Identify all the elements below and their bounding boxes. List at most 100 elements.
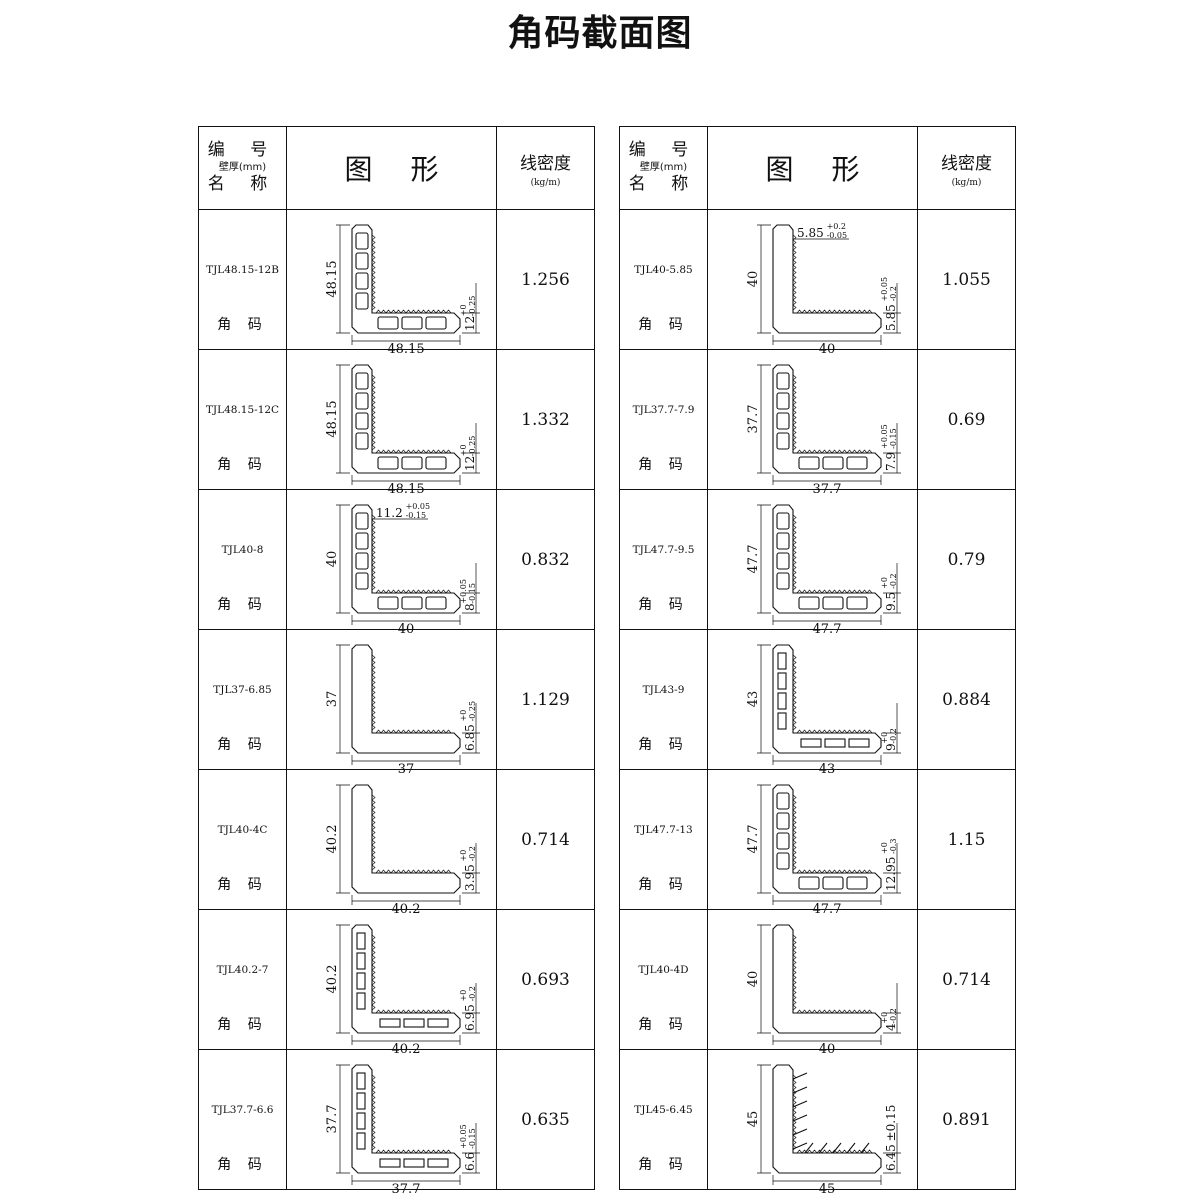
top-thickness-value: 5.85 bbox=[797, 226, 824, 240]
profile-outline bbox=[350, 783, 461, 894]
profile-outline bbox=[771, 923, 882, 1034]
thickness-tolerance-label: 6.6+0.05-0.15 bbox=[459, 1124, 477, 1171]
dimension-lines bbox=[335, 224, 480, 345]
dimension-height-label: 47.7 bbox=[746, 544, 761, 573]
header-density-unit: (kg/m) bbox=[530, 177, 561, 188]
dimension-width-label: 37.7 bbox=[812, 482, 841, 497]
thickness-value: 12 bbox=[463, 455, 477, 470]
thickness-value: 4 bbox=[884, 1023, 898, 1031]
thickness-value: 6.85 bbox=[463, 724, 477, 751]
product-code: TJL37.7-6.6 bbox=[211, 1103, 274, 1116]
top-thickness-tolerance-upper: +0.05 bbox=[405, 502, 430, 511]
density-value: 0.693 bbox=[521, 969, 570, 990]
thickness-tolerance-lower: -0.2 bbox=[468, 845, 477, 860]
thickness-tolerance-lower: -0.15 bbox=[468, 1128, 477, 1149]
density-value: 0.635 bbox=[521, 1109, 570, 1130]
dimension-lines bbox=[756, 504, 901, 625]
density-value: 1.332 bbox=[521, 409, 570, 430]
thickness-tolerance-upper: +0.05 bbox=[459, 579, 468, 604]
dimension-lines bbox=[756, 784, 901, 905]
thickness-tolerance: ±0.15 bbox=[884, 1104, 898, 1141]
product-code: TJL43-9 bbox=[642, 683, 685, 696]
header-density-label: 线密度 bbox=[941, 153, 992, 174]
profile-outline bbox=[771, 363, 882, 474]
density-value: 1.256 bbox=[521, 269, 570, 290]
thickness-tolerance-lower: -0.25 bbox=[468, 435, 477, 456]
thickness-tolerance-label: 7.9+0.05-0.15 bbox=[880, 424, 898, 471]
top-thickness-tolerance-upper: +0.2 bbox=[826, 222, 845, 231]
dimension-lines bbox=[335, 504, 480, 625]
top-thickness-tolerance-lower: -0.15 bbox=[405, 511, 426, 520]
thickness-tolerance-upper: +0 bbox=[459, 304, 468, 316]
top-thickness-value: 11.2 bbox=[376, 506, 403, 520]
header-code-cell: 编 号 壁厚(mm) 名 称 bbox=[198, 126, 287, 210]
product-code: TJL37-6.85 bbox=[213, 683, 272, 696]
thickness-tolerance-lower: -0.2 bbox=[889, 1008, 898, 1023]
dimension-height-label: 37.7 bbox=[746, 404, 761, 433]
dimension-lines bbox=[756, 1064, 901, 1185]
product-name: 角 码 bbox=[638, 736, 689, 753]
dimension-width-label: 45 bbox=[818, 1182, 835, 1197]
dimension-width-label: 47.7 bbox=[812, 902, 841, 917]
density-cell: 0.69 bbox=[917, 349, 1016, 490]
dimension-lines bbox=[335, 784, 480, 905]
thickness-tolerance-label: 8+0.05-0.15 bbox=[459, 579, 477, 611]
density-cell: 0.891 bbox=[917, 1049, 1016, 1190]
dimension-height-label: 43 bbox=[746, 690, 761, 707]
header-code-label: 编 号 bbox=[628, 139, 699, 160]
profile-outline bbox=[350, 503, 461, 614]
thickness-tolerance-label: 6.95+0-0.2 bbox=[459, 985, 477, 1030]
product-code: TJL40.2-7 bbox=[216, 963, 269, 976]
thickness-tolerance-upper: +0.05 bbox=[880, 424, 889, 449]
page-title: 角码截面图 bbox=[507, 13, 693, 54]
dimension-width-label: 48.15 bbox=[387, 342, 424, 357]
table-header-row: 编 号 壁厚(mm) 名 称 图形 线密度 (kg/m) bbox=[198, 126, 595, 210]
thickness-tolerance-upper: +0 bbox=[880, 1011, 889, 1023]
density-cell: 0.714 bbox=[917, 909, 1016, 1050]
dimension-width-label: 40.2 bbox=[391, 1042, 420, 1057]
thickness-tolerance-label: 12+0-0.25 bbox=[459, 295, 477, 330]
product-name: 角 码 bbox=[217, 1016, 268, 1033]
header-code-cell: 编 号 壁厚(mm) 名 称 bbox=[619, 126, 708, 210]
density-cell: 0.693 bbox=[496, 909, 595, 1050]
table-header-row: 编 号 壁厚(mm) 名 称 图形 线密度 (kg/m) bbox=[619, 126, 1016, 210]
profile-section-drawing: 37.737.76.6+0.05-0.15 bbox=[325, 1063, 480, 1197]
dimension-height-label: 48.15 bbox=[325, 400, 340, 437]
density-cell: 1.055 bbox=[917, 209, 1016, 350]
density-cell: 1.332 bbox=[496, 349, 595, 490]
dimension-height-label: 47.7 bbox=[746, 824, 761, 853]
thickness-tolerance-lower: -0.2 bbox=[889, 573, 898, 588]
thickness-tolerance-upper: +0.05 bbox=[880, 276, 889, 301]
header-name-label: 名 称 bbox=[628, 174, 699, 195]
product-code: TJL40-4D bbox=[638, 963, 689, 976]
dimension-lines bbox=[335, 364, 480, 485]
thickness-tolerance-upper: +0 bbox=[880, 731, 889, 743]
header-density-cell: 线密度 (kg/m) bbox=[496, 126, 595, 210]
dimension-height-label: 40.2 bbox=[325, 824, 340, 853]
density-value: 1.15 bbox=[947, 829, 986, 850]
thickness-tolerance-lower: -0.3 bbox=[889, 838, 898, 853]
thickness-value: 6.95 bbox=[463, 1004, 477, 1031]
thickness-value: 12.95 bbox=[884, 856, 898, 890]
thickness-tolerance-label: 3.95+0-0.2 bbox=[459, 845, 477, 890]
product-code: TJL40-4C bbox=[217, 823, 268, 836]
density-value: 0.79 bbox=[947, 549, 986, 570]
